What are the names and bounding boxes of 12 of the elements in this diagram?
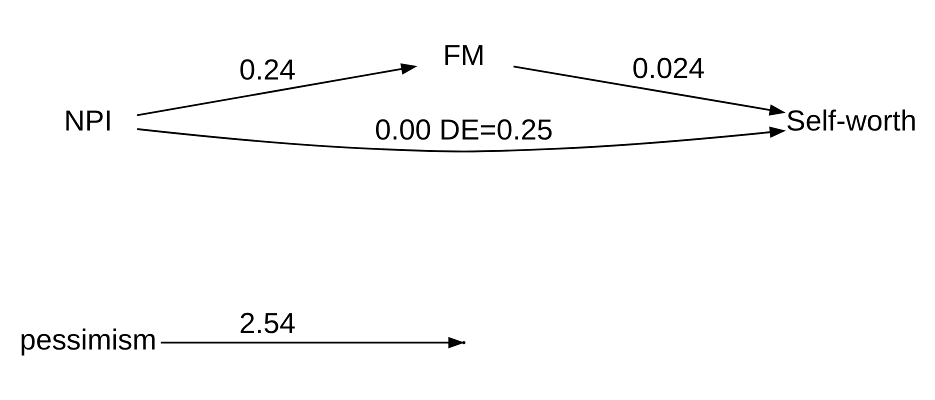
node-text: Self-worth bbox=[786, 104, 917, 137]
edge-label: 0.00 DE=0.25 bbox=[374, 114, 553, 146]
arrow bbox=[137, 126, 786, 152]
node-text: FM bbox=[442, 40, 485, 72]
arrow bbox=[513, 65, 786, 116]
arrow bbox=[136, 62, 418, 116]
edge-label: 0.24 bbox=[239, 54, 296, 86]
node-text: NPI bbox=[64, 104, 112, 137]
arrow bbox=[160, 336, 465, 348]
node-text: pessimism bbox=[20, 324, 157, 356]
edge-label: 2.54 bbox=[239, 308, 296, 340]
edge-label: 0.024 bbox=[632, 52, 705, 84]
